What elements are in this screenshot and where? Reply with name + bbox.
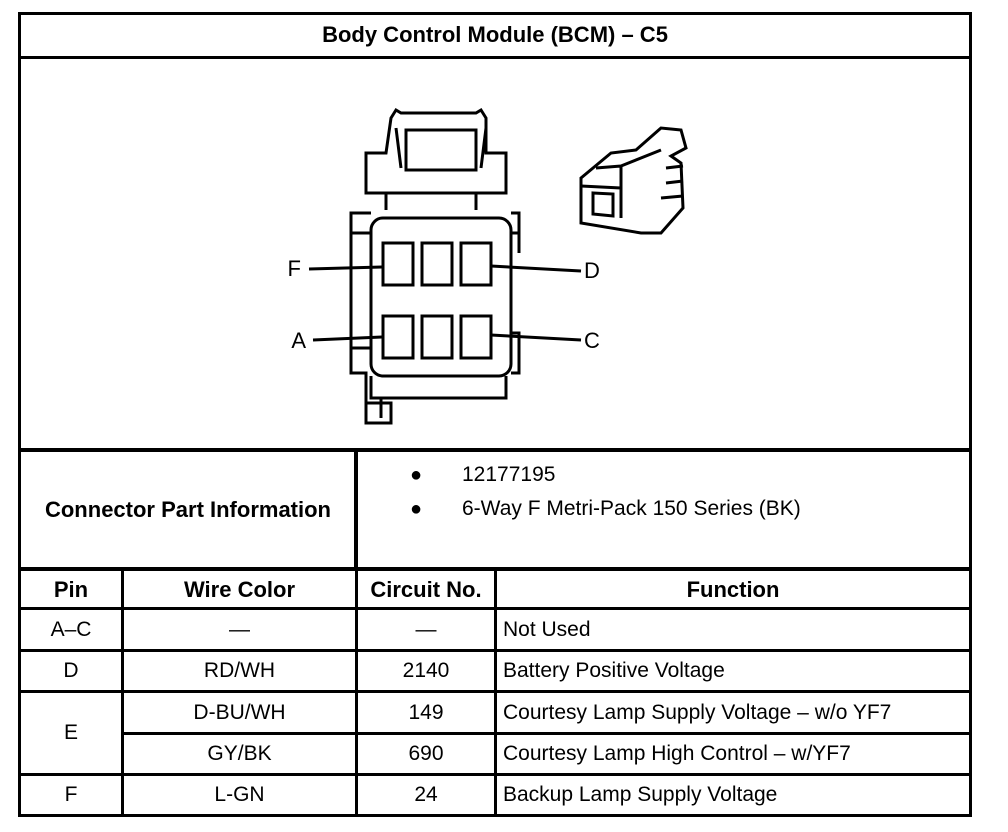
cell-function: Courtesy Lamp Supply Voltage – w/o YF7	[503, 700, 892, 724]
cell-function: Battery Positive Voltage	[503, 659, 725, 682]
column-header-wire-color: Wire Color	[183, 576, 296, 602]
connector-diagram: F D A C	[21, 58, 969, 448]
page-title: Body Control Module (BCM) – C5	[322, 22, 668, 47]
cell-wire-color: L-GN	[214, 783, 265, 806]
divider	[122, 732, 972, 735]
column-header-function: Function	[686, 576, 780, 602]
bullet-icon: ●	[410, 498, 423, 520]
list-item: ● 12177195	[358, 458, 958, 492]
divider	[18, 448, 972, 452]
pin-label-a: A	[291, 328, 306, 353]
divider	[494, 569, 497, 817]
cell-wire-color: GY/BK	[207, 742, 272, 765]
list-item: ● 6-Way F Metri-Pack 150 Series (BK)	[358, 492, 958, 526]
divider	[18, 607, 972, 610]
cell-circuit: 149	[408, 700, 444, 724]
cell-wire-color: RD/WH	[203, 659, 276, 682]
cell-circuit: 24	[414, 783, 438, 806]
cell-wire-color: D-BU/WH	[193, 700, 286, 724]
column-header-pin: Pin	[53, 576, 89, 602]
pin-label-d: D	[584, 258, 600, 283]
divider	[354, 452, 358, 569]
pin-label-f: F	[288, 256, 301, 281]
cell-function: Backup Lamp Supply Voltage	[503, 783, 778, 806]
column-header-circuit: Circuit No.	[370, 576, 482, 602]
divider	[18, 773, 972, 776]
connector-info-list: ● 12177195 ● 6-Way F Metri-Pack 150 Seri…	[358, 458, 958, 526]
cell-wire-color: —	[229, 617, 250, 641]
connector-description: 6-Way F Metri-Pack 150 Series (BK)	[462, 497, 801, 520]
divider	[355, 569, 358, 817]
divider	[18, 56, 972, 59]
part-number: 12177195	[462, 463, 556, 486]
cell-function: Not Used	[503, 617, 591, 641]
divider	[18, 649, 972, 652]
cell-circuit: —	[415, 617, 437, 641]
cell-function: Courtesy Lamp High Control – w/YF7	[503, 742, 851, 765]
cell-pin: A–C	[50, 617, 92, 641]
cell-pin: D	[63, 659, 79, 682]
bullet-icon: ●	[410, 464, 423, 486]
cell-pin: F	[64, 783, 78, 806]
pin-label-c: C	[584, 328, 600, 353]
cell-pin: E	[63, 721, 78, 744]
divider	[18, 690, 972, 693]
connector-drawing: F D A C	[288, 107, 688, 425]
divider	[121, 569, 124, 817]
connector-info-label: Connector Part Information	[44, 496, 331, 522]
cell-circuit: 690	[408, 742, 444, 765]
cell-circuit: 2140	[402, 659, 450, 682]
